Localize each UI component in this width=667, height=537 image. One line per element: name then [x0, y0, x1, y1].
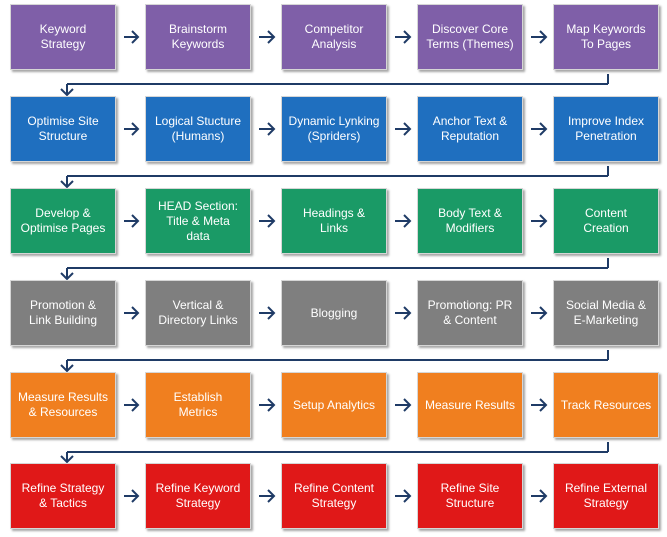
step-box-r4-c5: Social Media & E-Marketing — [553, 280, 659, 346]
step-box-r4-c4: Promotiong: PR & Content — [417, 280, 523, 346]
step-box-r1-c1: Keyword Strategy — [10, 4, 116, 70]
arrow-head-r3-c2 — [267, 214, 276, 228]
arrow-head-r5-c2 — [267, 398, 276, 412]
step-box-r3-c1: Develop & Optimise Pages — [10, 188, 116, 254]
step-box-r6-c4: Refine Site Structure — [417, 463, 523, 529]
step-box-r3-c4: Body Text & Modifiers — [417, 188, 523, 254]
arrow-head-r2-c1 — [131, 122, 140, 136]
step-box-r6-c1: Refine Strategy & Tactics — [10, 463, 116, 529]
step-box-r1-c4: Discover Core Terms (Themes) — [417, 4, 523, 70]
step-box-r3-c3: Headings & Links — [281, 188, 387, 254]
arrow-head-r6-c3 — [403, 489, 412, 503]
step-box-r6-c2: Refine Keyword Strategy — [145, 463, 251, 529]
arrow-head-r1-c2 — [267, 30, 276, 44]
arrow-head-r2-c3 — [403, 122, 412, 136]
row-connector-head-4 — [60, 364, 74, 373]
arrow-head-r1-c4 — [539, 30, 548, 44]
step-box-r4-c3: Blogging — [281, 280, 387, 346]
step-box-r5-c1: Measure Results & Resources — [10, 372, 116, 438]
arrow-head-r5-c3 — [403, 398, 412, 412]
arrow-head-r4-c2 — [267, 306, 276, 320]
step-box-r2-c3: Dynamic Lynking (Spriders) — [281, 96, 387, 162]
arrow-head-r5-c4 — [539, 398, 548, 412]
step-box-r2-c2: Logical Stucture (Humans) — [145, 96, 251, 162]
row-connector-head-5 — [60, 455, 74, 464]
step-box-r6-c5: Refine External Strategy — [553, 463, 659, 529]
arrow-head-r4-c1 — [131, 306, 140, 320]
row-connector-head-1 — [60, 88, 74, 97]
step-box-r1-c2: Brainstorm Keywords — [145, 4, 251, 70]
step-box-r5-c4: Measure Results — [417, 372, 523, 438]
arrow-head-r3-c3 — [403, 214, 412, 228]
arrow-head-r4-c3 — [403, 306, 412, 320]
step-box-r5-c3: Setup Analytics — [281, 372, 387, 438]
step-box-r2-c5: Improve Index Penetration — [553, 96, 659, 162]
step-box-r5-c5: Track Resources — [553, 372, 659, 438]
arrow-head-r3-c4 — [539, 214, 548, 228]
step-box-r4-c1: Promotion & Link Building — [10, 280, 116, 346]
arrow-head-r4-c4 — [539, 306, 548, 320]
arrow-head-r1-c1 — [131, 30, 140, 44]
arrow-head-r2-c4 — [539, 122, 548, 136]
step-box-r2-c4: Anchor Text & Reputation — [417, 96, 523, 162]
arrow-head-r2-c2 — [267, 122, 276, 136]
arrow-head-r3-c1 — [131, 214, 140, 228]
step-box-r3-c2: HEAD Section: Title & Meta data — [145, 188, 251, 254]
arrow-head-r1-c3 — [403, 30, 412, 44]
step-box-r3-c5: Content Creation — [553, 188, 659, 254]
row-connector-head-3 — [60, 272, 74, 281]
step-box-r2-c1: Optimise Site Structure — [10, 96, 116, 162]
arrow-head-r6-c1 — [131, 489, 140, 503]
step-box-r1-c3: Competitor Analysis — [281, 4, 387, 70]
step-box-r1-c5: Map Keywords To Pages — [553, 4, 659, 70]
step-box-r4-c2: Vertical & Directory Links — [145, 280, 251, 346]
row-connector-head-2 — [60, 180, 74, 189]
arrow-head-r5-c1 — [131, 398, 140, 412]
step-box-r5-c2: Establish Metrics — [145, 372, 251, 438]
arrow-head-r6-c2 — [267, 489, 276, 503]
step-box-r6-c3: Refine Content Strategy — [281, 463, 387, 529]
arrow-head-r6-c4 — [539, 489, 548, 503]
